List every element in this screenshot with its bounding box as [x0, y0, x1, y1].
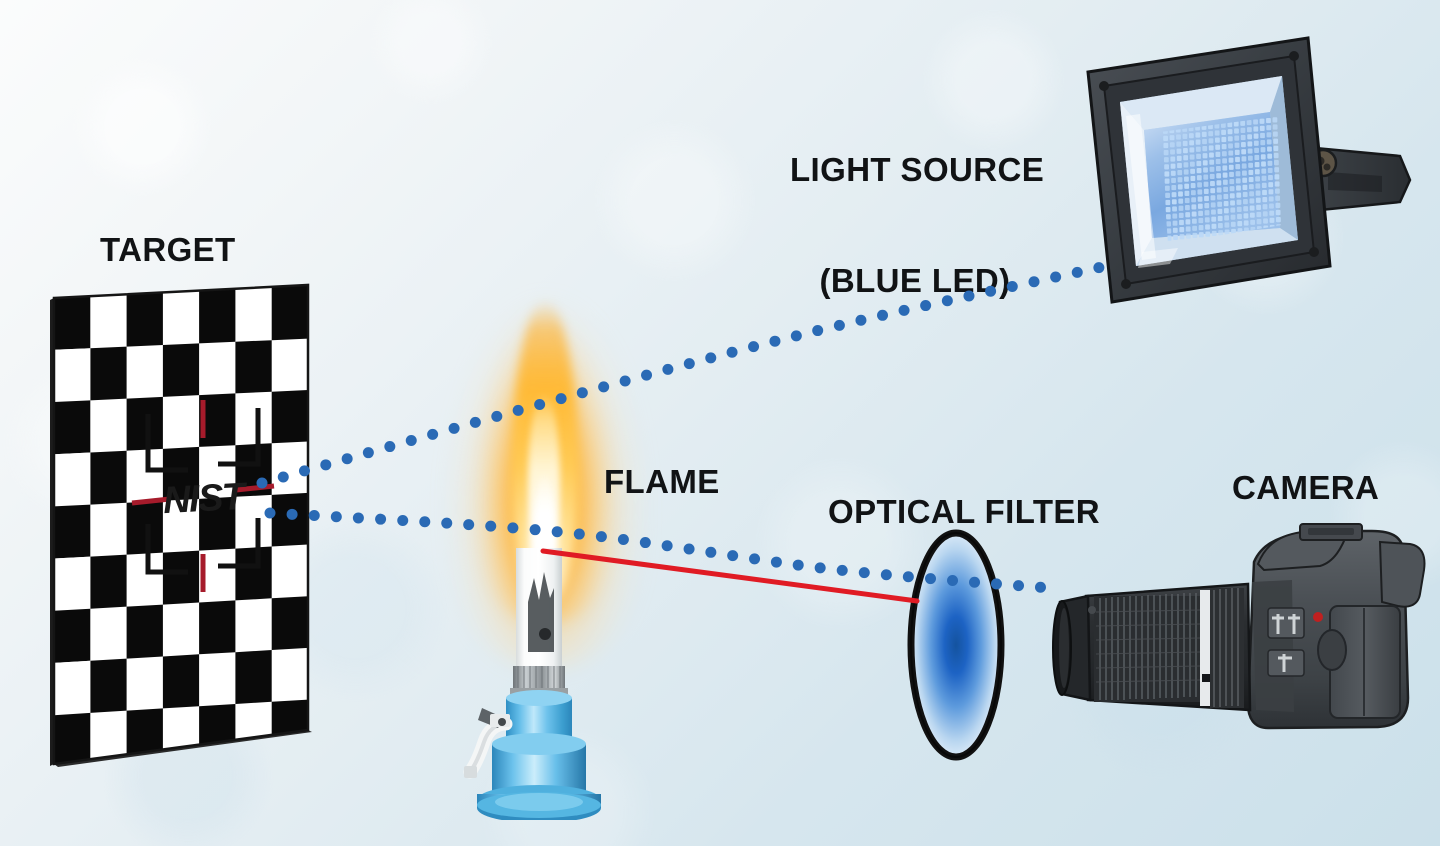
optical-filter	[898, 525, 1014, 765]
nist-logo-text: NIST	[162, 476, 249, 522]
bunsen-burner	[440, 548, 640, 823]
shutter-indicator	[1313, 612, 1323, 622]
label-light-source: LIGHT SOURCE (BLUE LED)	[790, 78, 1045, 374]
label-target: TARGET	[100, 231, 236, 268]
led-array	[1162, 117, 1282, 241]
label-flame: FLAME	[604, 463, 720, 500]
gas-inlet-tube	[463, 708, 513, 779]
label-camera: CAMERA	[1232, 469, 1380, 506]
led-light-source	[1082, 20, 1412, 320]
nist-logo-group: NIST	[131, 400, 275, 592]
label-light-source-line2: (BLUE LED)	[819, 261, 1011, 299]
label-optical-filter: OPTICAL FILTER	[828, 493, 1101, 530]
led-bracket	[1308, 146, 1412, 212]
label-light-source-line1: LIGHT SOURCE	[790, 150, 1045, 188]
target-checkerboard: NIST	[36, 268, 346, 778]
dslr-camera	[1042, 522, 1440, 780]
checker-squares	[54, 285, 308, 764]
